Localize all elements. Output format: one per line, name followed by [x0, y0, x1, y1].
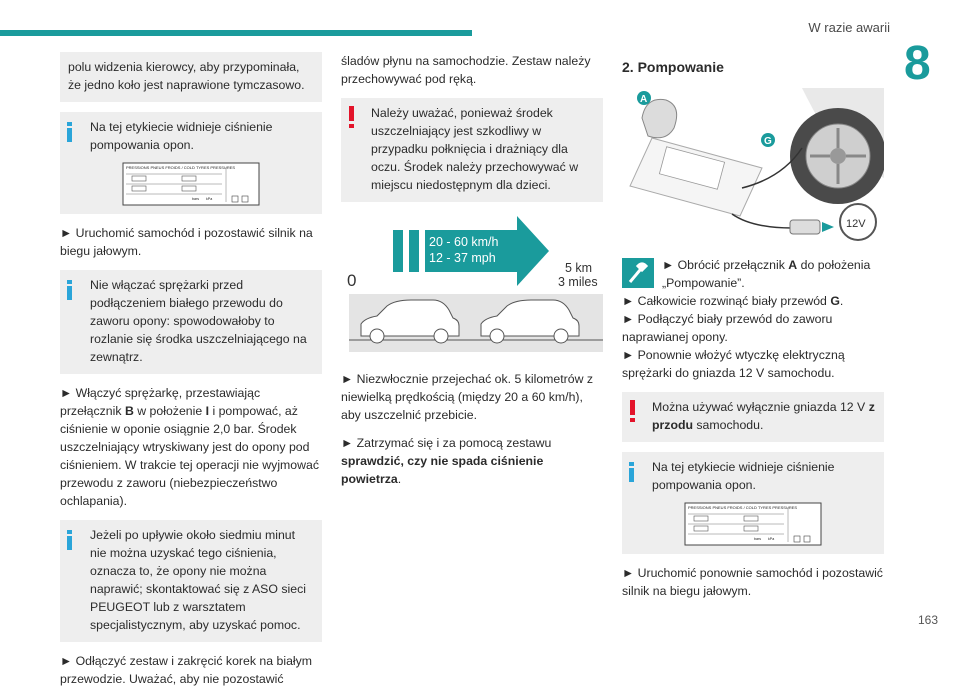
warning-icon	[630, 400, 635, 422]
warning-box-socket: Można używać wyłącznie gniazda 12 V z pr…	[622, 392, 884, 442]
info-icon	[629, 462, 634, 482]
column-3: 2. Pompowanie A G 12V ► Obrócić przełącz…	[622, 52, 884, 610]
svg-text:12 - 37 mph: 12 - 37 mph	[429, 251, 496, 265]
info-box-pressure: Jeżeli po upływie około siedmiu minut ni…	[60, 520, 322, 642]
svg-text:A: A	[640, 94, 647, 105]
info-icon	[67, 530, 72, 550]
car-icon	[480, 299, 580, 344]
step-plug-in: ► Ponownie włożyć wtyczkę elektryczną sp…	[622, 348, 845, 380]
svg-text:G: G	[764, 136, 772, 147]
step-connect-hose: ► Podłączyć biały przewód do zaworu napr…	[622, 312, 833, 344]
info-box-label: Na tej etykiecie widnieje ciśnienie pomp…	[60, 112, 322, 214]
svg-text:5 km: 5 km	[565, 261, 592, 275]
svg-text:kPa: kPa	[206, 197, 212, 201]
svg-text:kPa: kPa	[768, 537, 774, 541]
continued-note: polu widzenia kierowcy, aby przypominała…	[60, 52, 322, 102]
info-icon	[67, 122, 72, 142]
column-1: polu widzenia kierowcy, aby przypominała…	[60, 52, 322, 698]
instruction-disconnect: ► Odłączyć zestaw i zakręcić korek na bi…	[60, 654, 313, 686]
steps-list: ► Obrócić przełącznik A do położenia „Po…	[622, 256, 884, 382]
driving-diagram: 20 - 60 km/h 12 - 37 mph 0 5 km 3 miles	[347, 216, 603, 352]
svg-text:0: 0	[347, 271, 356, 290]
info-box-valve: Nie włączać sprężarki przed podłączeniem…	[60, 270, 322, 374]
instruction-restart: ► Uruchomić ponownie samochód i pozostaw…	[622, 566, 883, 598]
arrow-icon	[425, 216, 549, 286]
step-unroll-hose: ► Całkowicie rozwinąć biały przewód G.	[622, 294, 844, 308]
chapter-number: 8	[904, 37, 931, 90]
svg-text:20 - 60 km/h: 20 - 60 km/h	[429, 235, 499, 249]
instruction-drive: ► Niezwłocznie przejechać ok. 5 kilometr…	[341, 372, 594, 422]
section-title: W razie awarii	[808, 20, 890, 35]
svg-text:PRESSIONS PNEUS FROIDS / COLD: PRESSIONS PNEUS FROIDS / COLD TYRES PRES…	[688, 505, 797, 510]
warning-box-sealant: Należy uważać, ponieważ środek uszczelni…	[341, 98, 603, 202]
car-icon	[360, 299, 460, 344]
svg-text:3 miles: 3 miles	[558, 275, 598, 289]
svg-text:bars: bars	[754, 537, 761, 541]
instruction-check: ► Zatrzymać się i za pomocą zestawu spra…	[341, 436, 552, 486]
arrow-icon	[822, 222, 834, 232]
tyre-pressure-label: PRESSIONS PNEUS FROIDS / COLD TYRES PRES…	[122, 162, 260, 206]
column-2: śladów płynu na samochodzie. Zestaw nale…	[341, 52, 603, 498]
svg-text:12V: 12V	[846, 218, 866, 230]
page-number: 163	[917, 613, 938, 627]
continued-text: śladów płynu na samochodzie. Zestaw nale…	[341, 54, 591, 86]
instruction-inflate: ► Włączyć sprężarkę, przestawiając przeł…	[60, 386, 320, 508]
info-icon	[67, 280, 72, 300]
svg-text:PRESSIONS PNEUS FROIDS / COLD: PRESSIONS PNEUS FROIDS / COLD TYRES PRES…	[126, 165, 235, 170]
header-bar	[0, 30, 472, 36]
warning-icon	[349, 106, 354, 128]
heading-inflation: 2. Pompowanie	[622, 59, 724, 75]
tool-icon	[622, 258, 654, 288]
info-box-label-2: Na tej etykiecie widnieje ciśnienie pomp…	[622, 452, 884, 554]
compressor-illustration: A G 12V	[629, 88, 884, 241]
step-turn-switch: ► Obrócić przełącznik A do położenia „Po…	[662, 258, 871, 290]
instruction-start-engine: ► Uruchomić samochód i pozostawić silnik…	[60, 226, 313, 258]
tyre-pressure-label: PRESSIONS PNEUS FROIDS / COLD TYRES PRES…	[684, 502, 822, 546]
svg-text:bars: bars	[192, 197, 199, 201]
